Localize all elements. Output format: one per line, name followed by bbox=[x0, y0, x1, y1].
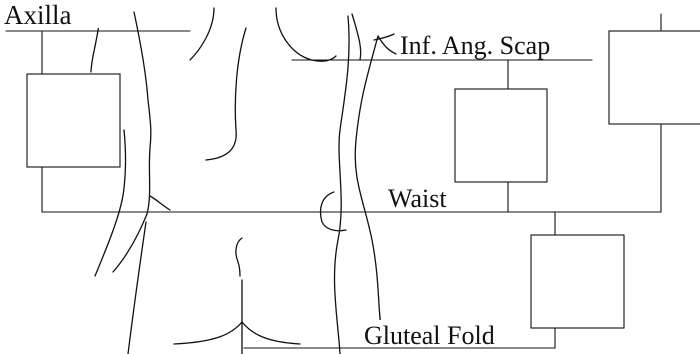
left-back-crease bbox=[206, 28, 246, 160]
right-hip-contour bbox=[321, 192, 347, 231]
sacral-curl bbox=[236, 238, 242, 276]
right-torso-outer-contour bbox=[355, 36, 382, 330]
left-scapula-contour bbox=[190, 8, 214, 60]
right-scapula-contour bbox=[276, 8, 336, 61]
axilla-measurement-box bbox=[27, 74, 120, 167]
right-torso-inner-contour bbox=[335, 16, 350, 354]
inf-ang-scap-label: Inf. Ang. Scap bbox=[400, 31, 550, 60]
landmark-lines bbox=[6, 14, 700, 348]
right-arm-line bbox=[352, 14, 361, 60]
axilla-label: Axilla bbox=[4, 0, 72, 30]
left-hip-contour bbox=[150, 196, 170, 210]
inf-ang-scap-measurement-box bbox=[455, 89, 547, 182]
gluteal-fold-label: Gluteal Fold bbox=[364, 321, 495, 350]
right-leg-crease bbox=[374, 34, 394, 40]
gluteal-fold-measurement-box bbox=[531, 235, 624, 328]
left-leg-contour bbox=[128, 222, 146, 354]
right-top-measurement-box bbox=[609, 31, 700, 124]
right-buttock-fold bbox=[242, 322, 300, 344]
left-buttock-fold bbox=[174, 322, 242, 344]
waist-label: Waist bbox=[388, 184, 447, 213]
